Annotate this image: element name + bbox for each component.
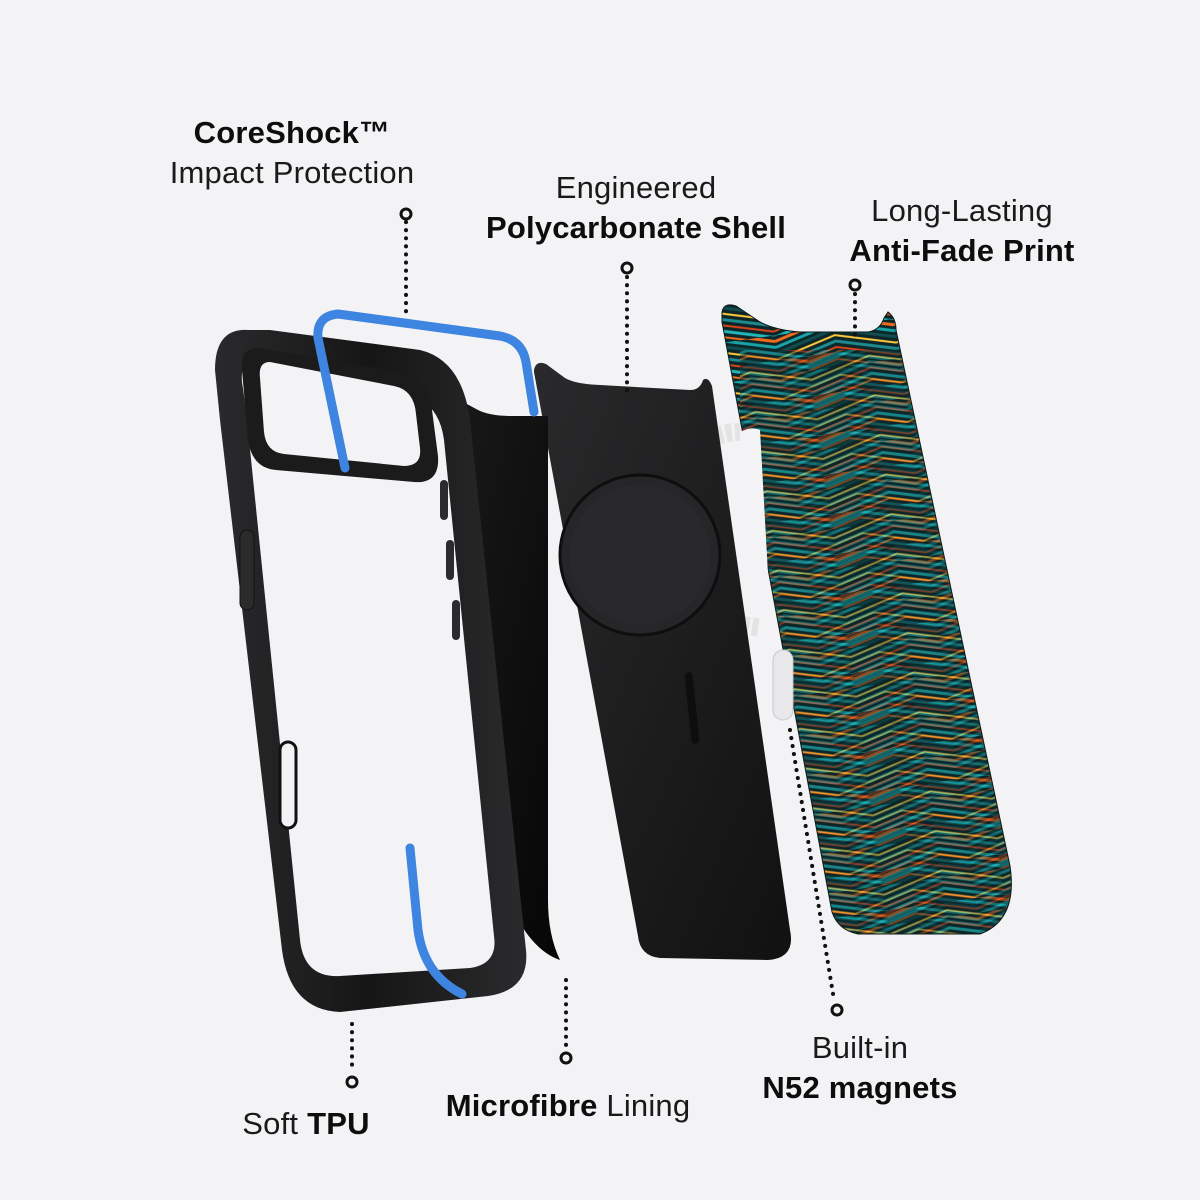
callout-microfibre-title: Microfibre <box>445 1088 598 1123</box>
callout-coreshock-subtitle: Impact Protection <box>169 155 415 190</box>
callout-coreshock: CoreShock™ Impact Protection <box>170 113 415 193</box>
callout-antifade-title: Anti-Fade Print <box>849 233 1075 268</box>
callout-coreshock-title: CoreShock™ <box>193 115 391 150</box>
callout-antifade: Long-Lasting Anti-Fade Print <box>849 191 1074 271</box>
callout-microfibre: Microfibre Lining <box>446 1086 691 1126</box>
callout-antifade-subtitle: Long-Lasting <box>871 193 1053 228</box>
callout-magnets-subtitle: Built-in <box>811 1030 909 1065</box>
callout-tpu-prefix: Soft <box>242 1106 299 1141</box>
callout-magnets: Built-in N52 magnets <box>762 1028 957 1108</box>
leader-lines <box>345 207 862 1089</box>
polycarbonate-shell-layer <box>534 362 792 960</box>
callout-magnets-title: N52 magnets <box>762 1070 958 1105</box>
callout-polycarbonate-subtitle: Engineered <box>555 170 717 205</box>
coreshock-blue-band <box>313 309 539 999</box>
callout-microfibre-suffix: Lining <box>606 1088 691 1123</box>
soft-tpu-frame-layer <box>215 329 527 1013</box>
callout-polycarbonate: Engineered Polycarbonate Shell <box>486 168 786 248</box>
callout-tpu-title: TPU <box>307 1106 370 1141</box>
callout-polycarbonate-title: Polycarbonate Shell <box>485 210 787 245</box>
callout-tpu: Soft TPU <box>242 1104 369 1144</box>
